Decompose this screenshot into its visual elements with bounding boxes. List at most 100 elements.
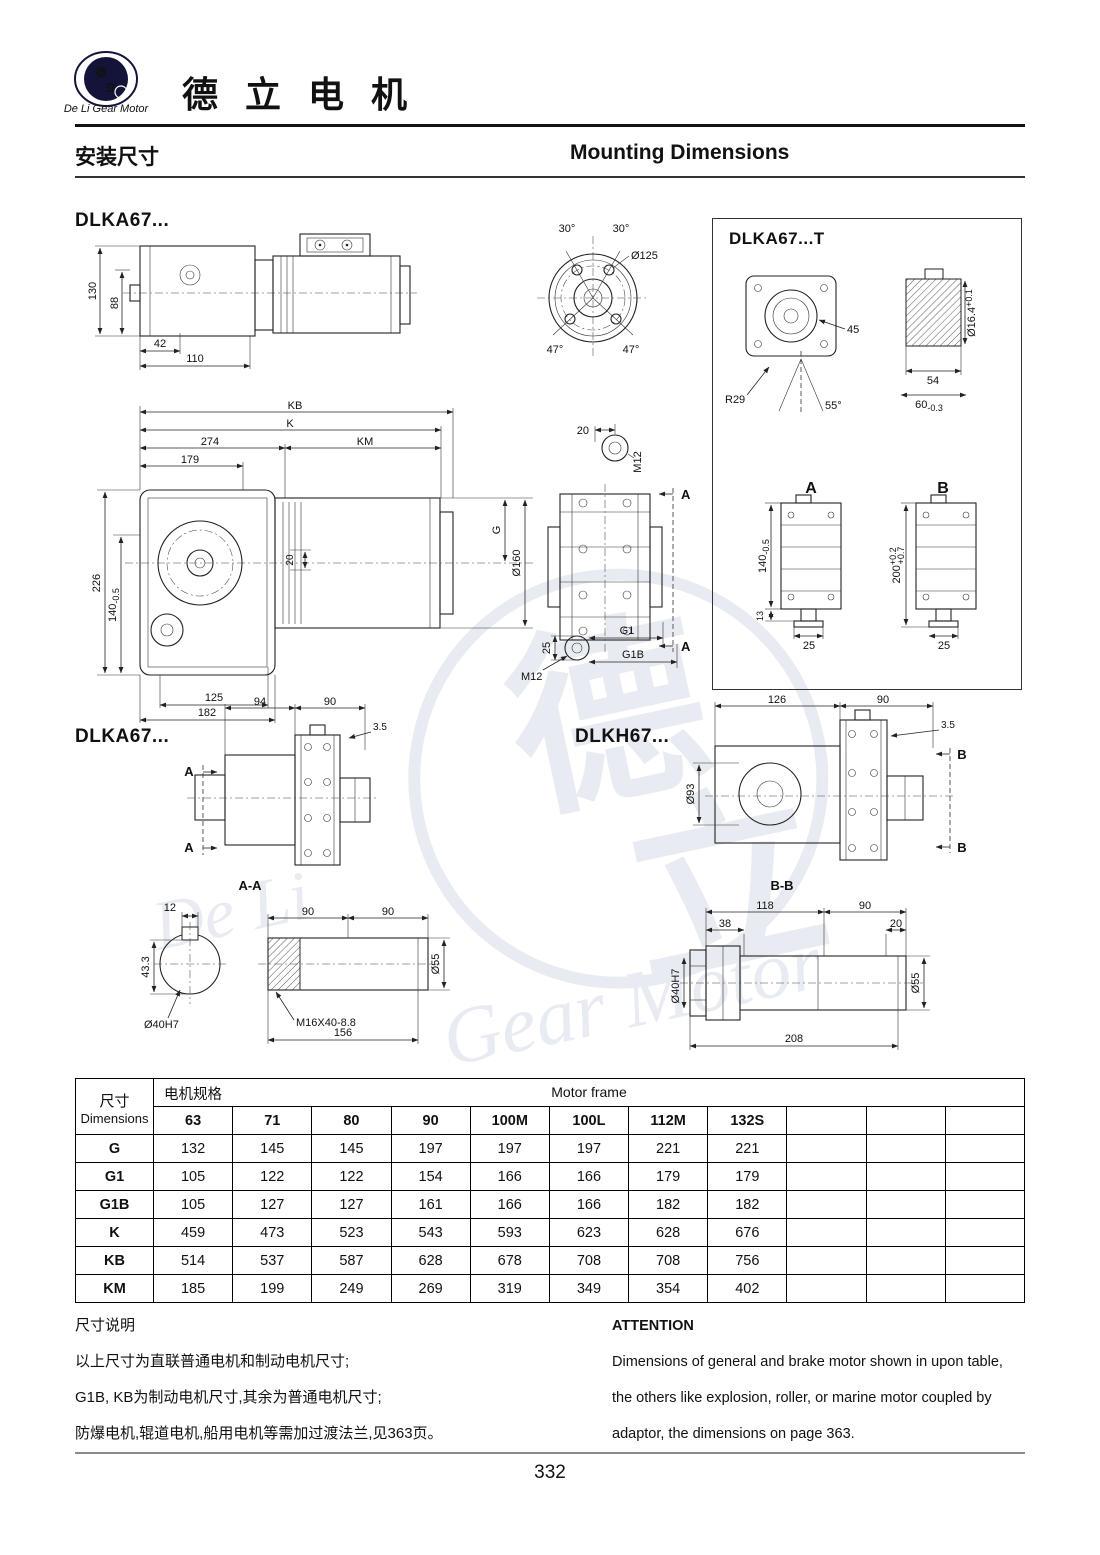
view-label-b: B xyxy=(937,480,949,497)
dim-130: 130 xyxy=(87,282,99,300)
dim-94: 94 xyxy=(254,696,266,708)
table-cell xyxy=(944,1274,1026,1303)
dim-3p5: 3.5 xyxy=(941,720,955,731)
section-title-aa: A-A xyxy=(238,878,262,893)
table-cell: 185 xyxy=(152,1274,234,1303)
dim-90a: 90 xyxy=(302,906,314,918)
table-cell xyxy=(865,1190,946,1219)
table-cell: 523 xyxy=(311,1218,392,1247)
dim-140: 140-0.5 xyxy=(107,588,121,622)
section-mark-a1: A xyxy=(681,487,691,502)
table-cell xyxy=(865,1134,946,1163)
dim-179: 179 xyxy=(181,454,199,466)
model-label-dlkh67: DLKH67... xyxy=(575,726,670,747)
dim-kb: KB xyxy=(288,400,303,412)
notes-zh-line: G1B, KB为制动电机尺寸,其余为普通电机尺寸; xyxy=(75,1389,382,1406)
corner-cell: 尺寸 Dimensions xyxy=(75,1078,154,1135)
section-mark-b1: B xyxy=(957,747,966,762)
table-cell: 166 xyxy=(548,1190,630,1219)
section-mark-a2: A xyxy=(184,840,194,855)
column-header: 112M xyxy=(628,1106,709,1135)
table-cell xyxy=(865,1274,946,1303)
table-cell: 197 xyxy=(548,1134,630,1163)
model-label-dlka67-top: DLKA67... xyxy=(75,210,170,231)
model-label-dlka67t: DLKA67...T xyxy=(729,229,825,248)
row-label: K xyxy=(75,1218,154,1247)
dim-140: 140-0.5 xyxy=(757,539,771,573)
table-cell: 182 xyxy=(628,1190,709,1219)
notes-en-line: Dimensions of general and brake motor sh… xyxy=(612,1354,1003,1370)
table-cell: 122 xyxy=(311,1162,392,1191)
table-cell xyxy=(786,1218,867,1247)
dim-38: 38 xyxy=(719,918,731,930)
table-cell xyxy=(786,1274,867,1303)
dim-126: 126 xyxy=(768,694,786,706)
dim-dia160: Ø160 xyxy=(511,550,523,577)
table-cell: 145 xyxy=(232,1134,313,1163)
dim-25: 25 xyxy=(541,642,553,654)
drawing-section-bb: B-B 118 90 38 20 Ø40H7 Ø55 208 xyxy=(670,878,930,1050)
dim-dia40h7: Ø40H7 xyxy=(144,1019,179,1031)
table-cell: 543 xyxy=(390,1218,471,1247)
column-header: 80 xyxy=(311,1106,392,1135)
table-cell xyxy=(786,1134,867,1163)
dim-182: 182 xyxy=(198,707,216,719)
dim-km: KM xyxy=(357,436,374,448)
dim-20: 20 xyxy=(285,554,296,566)
notes-zh: 尺寸说明 以上尺寸为直联普通电机和制动电机尺寸; G1B, KB为制动电机尺寸,… xyxy=(75,1308,575,1452)
dim-m12-top: M12 xyxy=(632,451,644,472)
table-cell: 514 xyxy=(152,1246,234,1275)
table-cell xyxy=(865,1218,946,1247)
table-cell: 319 xyxy=(469,1274,550,1303)
dim-90b: 90 xyxy=(382,906,394,918)
spec-cell: 电机规格 Motor frame xyxy=(153,1078,1025,1107)
notes-en-line: the others like explosion, roller, or ma… xyxy=(612,1390,992,1406)
table-cell: 593 xyxy=(469,1218,550,1247)
section-mark-a1: A xyxy=(184,764,194,779)
table-cell: 537 xyxy=(232,1246,313,1275)
dim-118: 118 xyxy=(756,900,774,912)
table-cell: 122 xyxy=(232,1162,313,1191)
table-cell xyxy=(944,1218,1026,1247)
table-cell: 708 xyxy=(628,1246,709,1275)
row-label: G1B xyxy=(75,1190,154,1219)
brand-title: 德 立 电 机 xyxy=(182,75,417,115)
row-label: G1 xyxy=(75,1162,154,1191)
dim-47-right: 47° xyxy=(623,344,640,356)
notes-en: ATTENTION Dimensions of general and brak… xyxy=(612,1308,1032,1452)
dim-g1: G1 xyxy=(620,625,635,637)
logo-char-2: 立 xyxy=(106,80,117,94)
dim-k: K xyxy=(286,418,294,430)
dim-g: G xyxy=(491,526,503,535)
drawing-dlka67-flange: 94 90 3.5 A A xyxy=(184,696,387,866)
view-label-a: A xyxy=(805,480,817,497)
table-cell: 678 xyxy=(469,1246,550,1275)
dim-dia40h7: Ø40H7 xyxy=(670,969,682,1004)
dim-dia55: Ø55 xyxy=(910,973,922,994)
dim-90: 90 xyxy=(324,696,336,708)
spec-label-zh: 电机规格 xyxy=(164,1087,222,1103)
model-label-dlka67-mid: DLKA67... xyxy=(75,726,170,747)
table-cell xyxy=(786,1162,867,1191)
table-cell: 628 xyxy=(628,1218,709,1247)
table-cell xyxy=(865,1246,946,1275)
dim-90: 90 xyxy=(877,694,889,706)
table-cell: 676 xyxy=(707,1218,788,1247)
drawing-center-views: 20 M12 A A 25 M12 G1 G xyxy=(521,424,691,683)
table-cell: 105 xyxy=(152,1190,234,1219)
drawing-dlkh67: 126 90 3.5 Ø93 B B xyxy=(685,694,967,861)
table-cell: 166 xyxy=(469,1162,550,1191)
dim-30-left: 30° xyxy=(559,223,576,235)
dim-12: 12 xyxy=(164,902,176,914)
table-cell xyxy=(944,1190,1026,1219)
table-cell: 197 xyxy=(469,1134,550,1163)
